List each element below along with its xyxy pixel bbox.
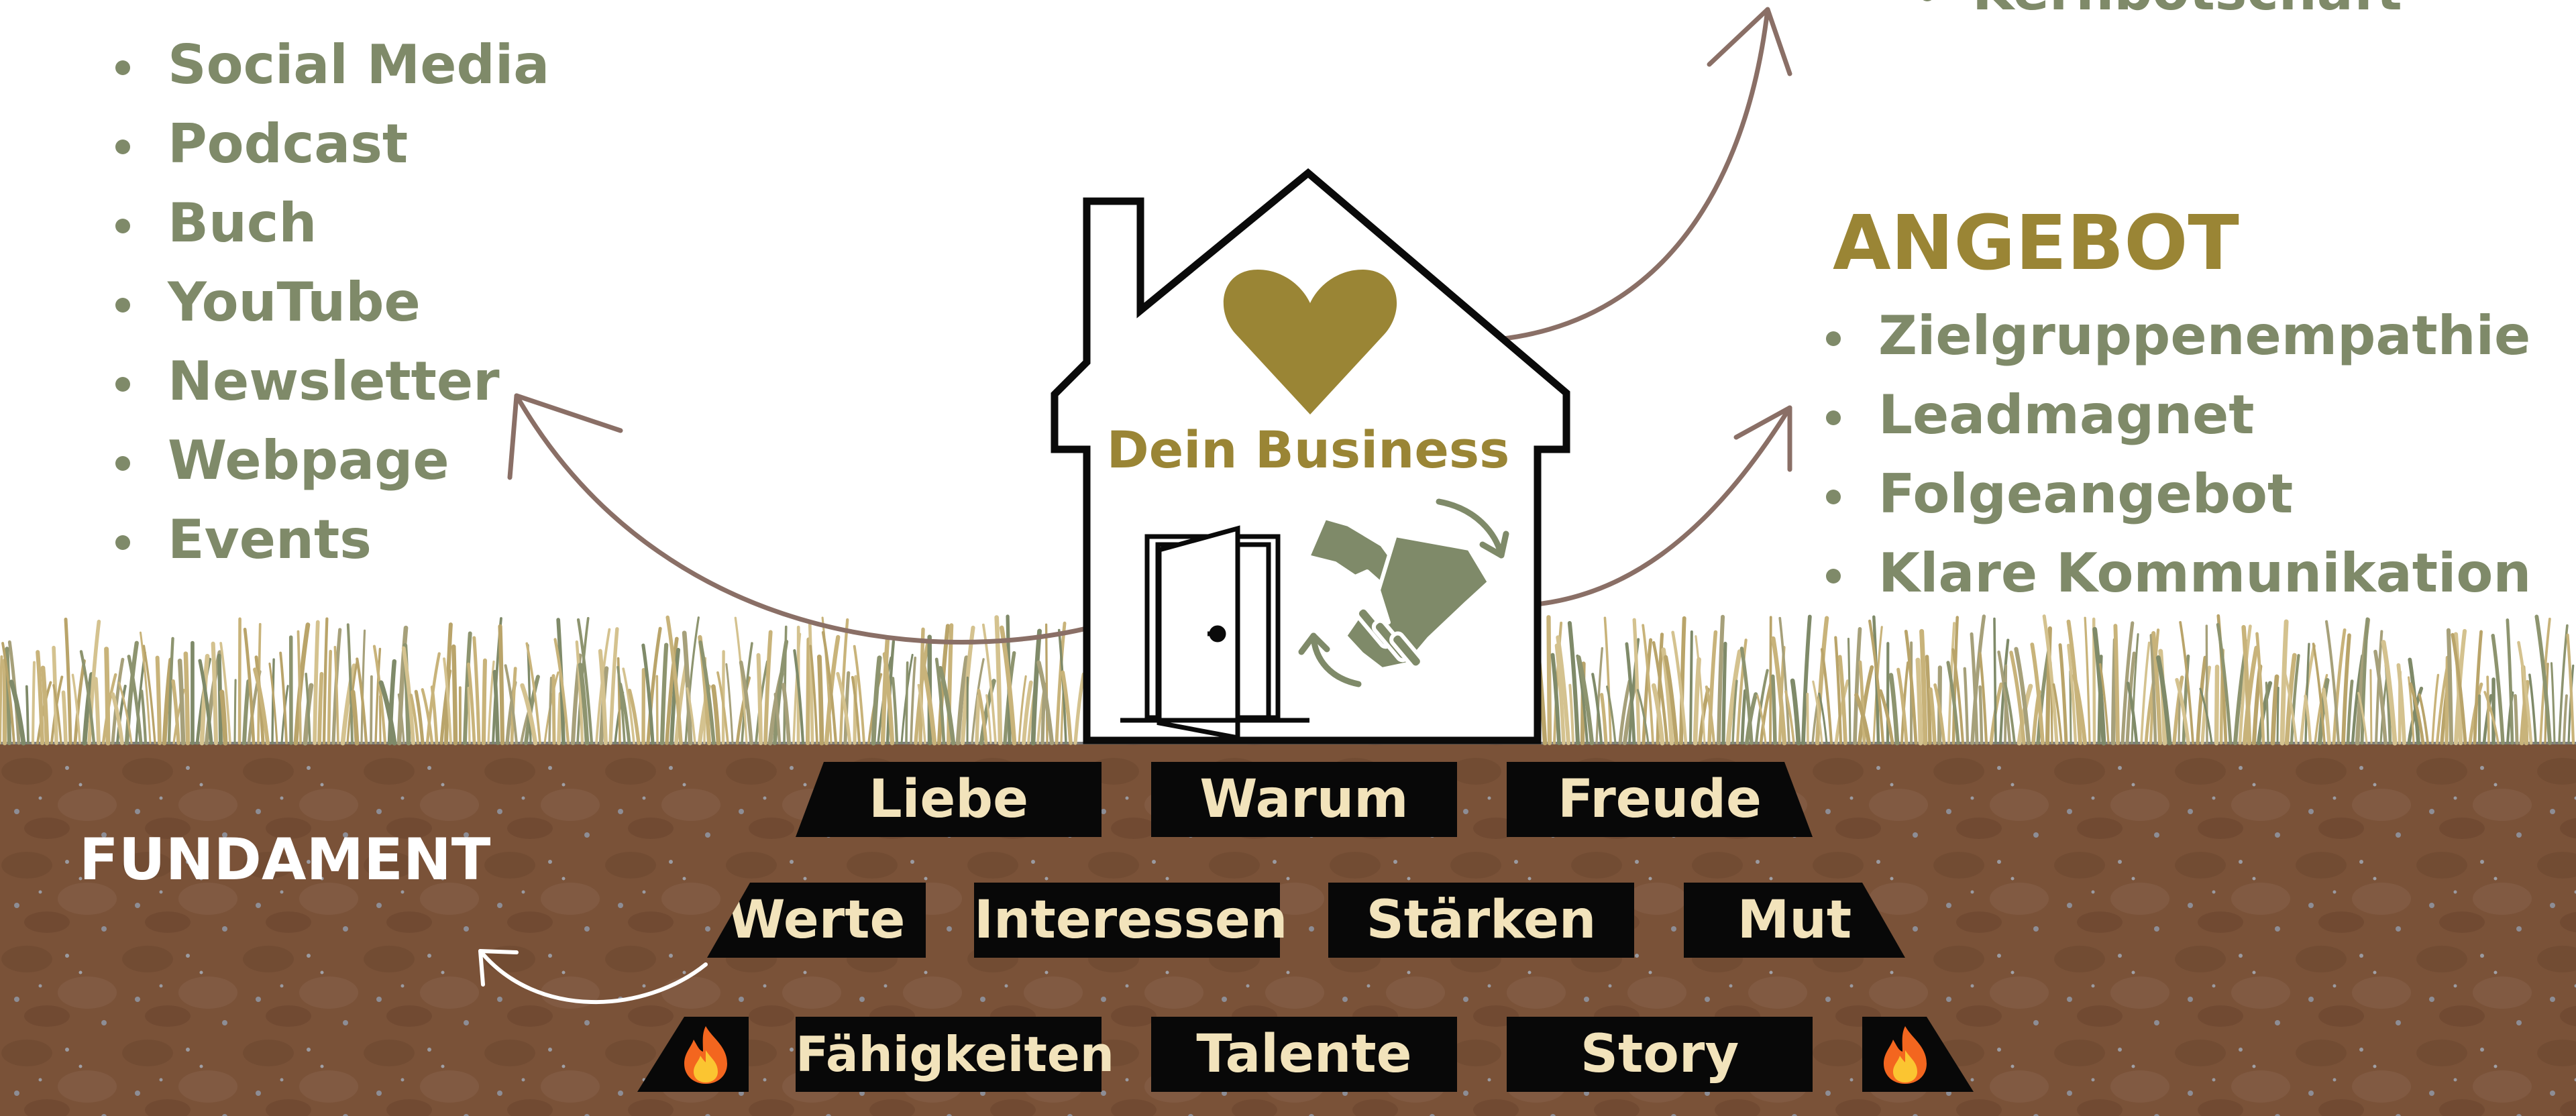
brick-faehigkeiten: Fähigkeiten	[796, 1017, 1114, 1092]
kernbotschaft-list: Kernbotschaft	[1920, 0, 2402, 31]
arrow-to-fundament-head	[478, 949, 519, 987]
arrow-to-angebot-head	[1733, 405, 1792, 472]
list-item: Klare Kommunikation	[1826, 534, 2531, 613]
angebot-list: Zielgruppenempathie Leadmagnet Folgeange…	[1826, 296, 2531, 613]
list-item: Events	[115, 500, 549, 579]
brick-liebe: Liebe	[796, 762, 1102, 837]
brick-warum: Warum	[1151, 762, 1457, 837]
handshake-icon	[1298, 498, 1509, 687]
fundament-title: FUNDAMENT	[79, 826, 491, 893]
brick-werte: Werte	[707, 883, 926, 958]
angebot-title: ANGEBOT	[1833, 200, 2239, 287]
list-item: Podcast	[115, 105, 549, 184]
grass	[0, 614, 2575, 746]
list-item: Webpage	[115, 421, 549, 500]
arrow-to-reichweite	[514, 393, 1167, 645]
brick-freude: Freude	[1507, 762, 1813, 837]
list-item: Newsletter	[115, 342, 549, 421]
list-item: Leadmagnet	[1826, 376, 2531, 455]
arrow-to-reichweite-head	[507, 393, 623, 480]
arrow-to-fundament	[478, 949, 708, 1005]
list-item: YouTube	[115, 263, 549, 342]
brick-staerken: Stärken	[1328, 883, 1634, 958]
brick-mut: Mut	[1684, 883, 1905, 958]
fire-icon	[1873, 1023, 1937, 1085]
reichweite-list: Social Media Podcast Buch YouTube Newsle…	[115, 25, 549, 579]
brick-story: Story	[1507, 1017, 1813, 1092]
list-item: Folgeangebot	[1826, 455, 2531, 534]
list-item: Social Media	[115, 25, 549, 105]
door-icon	[1120, 525, 1309, 741]
list-item: Buch	[115, 184, 549, 263]
brick-talente: Talente	[1151, 1017, 1457, 1092]
arrow-to-kernbotschaft-head	[1707, 7, 1792, 76]
brick-interessen: Interessen	[974, 883, 1287, 958]
fire-icon	[684, 1026, 727, 1084]
list-item: Zielgruppenempathie	[1826, 296, 2531, 376]
heart-icon	[1223, 270, 1397, 414]
list-item: Kernbotschaft	[1920, 0, 2402, 31]
house-title: Dein Business	[1106, 420, 1510, 480]
